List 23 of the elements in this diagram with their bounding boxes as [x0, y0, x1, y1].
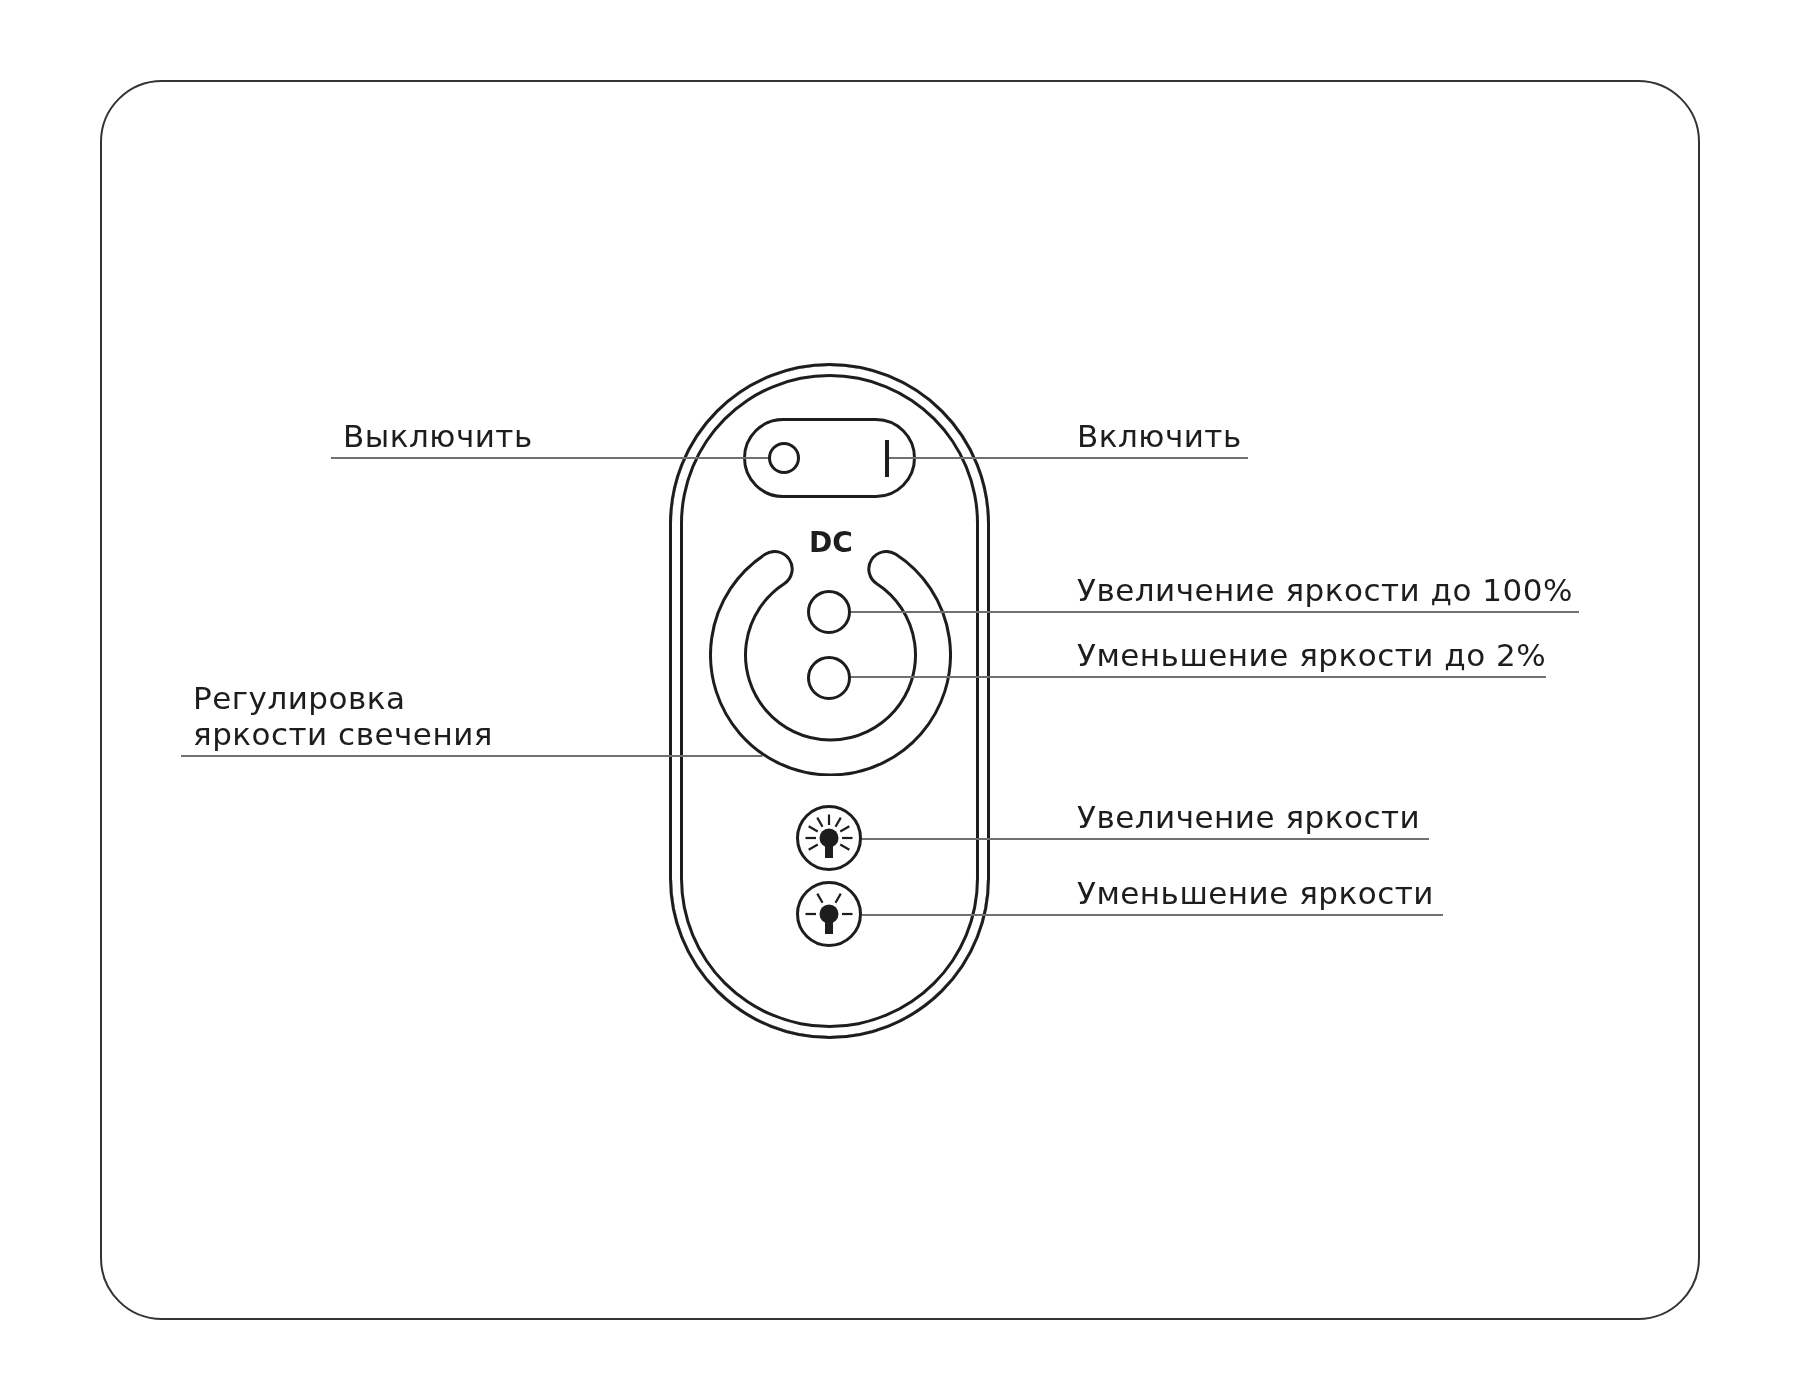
callout-label: Уменьшение яркости до 2%: [1077, 637, 1547, 678]
dimmer-ring: [708, 550, 952, 777]
callout-label: Увеличение яркости: [1077, 799, 1430, 840]
leader-line: [850, 676, 1078, 678]
round-button: [807, 590, 851, 634]
power-off-icon: [768, 442, 800, 474]
power-on-icon: [885, 440, 889, 477]
callout-label: Включить: [1077, 418, 1248, 459]
leader-line: [850, 611, 1078, 613]
leader-line: [888, 457, 1078, 459]
round-button: [796, 805, 862, 871]
callout-label: Регулировка яркости свечения: [181, 680, 538, 757]
round-button: [796, 881, 862, 947]
leader-line: [861, 838, 1078, 840]
callout-label: Выключить: [331, 418, 533, 459]
leader-line: [861, 914, 1078, 916]
remote-control: [669, 363, 990, 1039]
callout-label: Уменьшение яркости: [1077, 875, 1443, 916]
callout-label: Увеличение яркости до 100%: [1077, 572, 1579, 613]
remote-marking: DC: [809, 529, 853, 557]
leader-line: [537, 755, 764, 757]
leader-line: [531, 457, 769, 459]
round-button: [807, 656, 851, 700]
